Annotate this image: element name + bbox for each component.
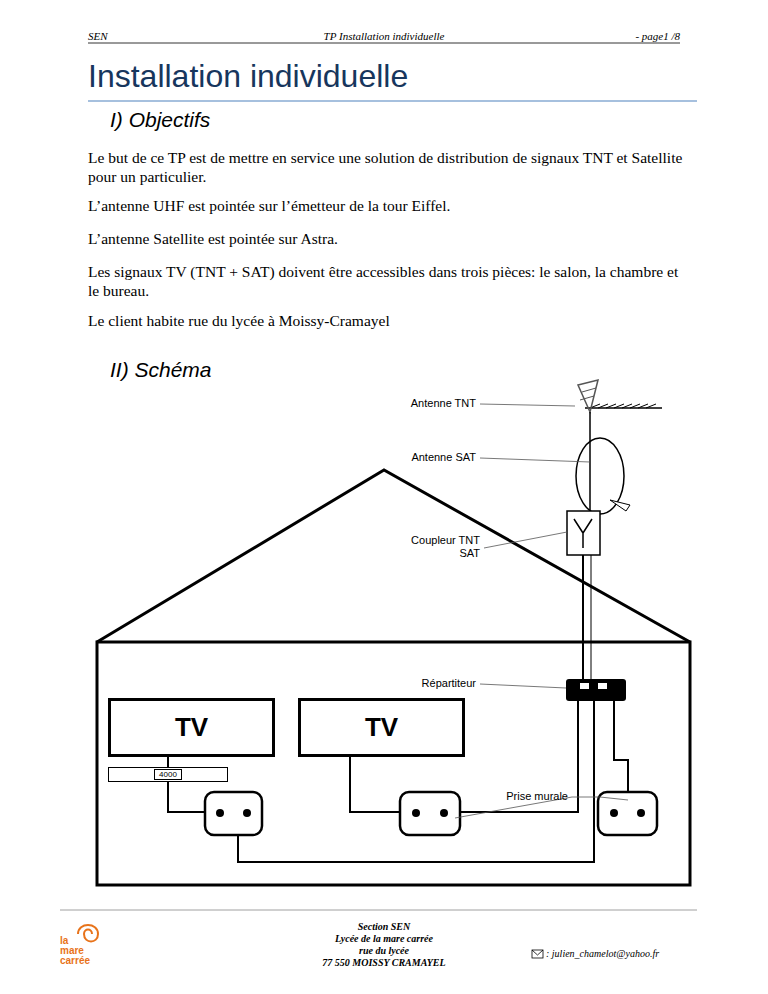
paragraph: Le but de ce TP est de mettre en service… (88, 148, 688, 186)
coax-cable (591, 555, 592, 680)
title-rule (88, 100, 697, 101)
section-heading: I) Objectifs (110, 108, 210, 132)
splitter-symbol (566, 679, 626, 701)
footer-rule (60, 910, 697, 911)
roof (97, 470, 690, 642)
logo-text: la (60, 936, 68, 946)
coax-cable (582, 555, 584, 680)
socket-pins (216, 809, 645, 817)
paragraph: L’antenne UHF est pointée sur l’émetteur… (88, 196, 688, 215)
tv-box: TV (298, 698, 465, 757)
paragraph: Le client habite rue du lycée à Moissy-C… (88, 311, 688, 330)
wall-socket (205, 792, 657, 835)
coax-connector (167, 757, 169, 767)
header-text: SEN (88, 30, 108, 42)
node-text: TV (365, 712, 398, 743)
footer-text: 77 550 MOISSY CRAMAYEL (284, 957, 484, 968)
logo-text: mare (60, 946, 84, 956)
leader-line (455, 404, 628, 818)
tv-box: TV (108, 698, 275, 757)
node-text: TV (175, 712, 208, 743)
callout-label: Antenne TNT (376, 397, 476, 409)
callout-label: Antenne SAT (376, 451, 476, 463)
footer-text: Lycée de la mare carrée (284, 933, 484, 944)
house-wall (97, 642, 690, 885)
header-rule (88, 43, 680, 44)
envelope-icon (532, 950, 543, 958)
callout-label: Répartiteur (376, 677, 476, 689)
node-text: 4000 (154, 769, 182, 780)
paragraph: Les signaux TV (TNT + SAT) doivent être … (88, 262, 688, 300)
footer-text: rue du lycée (284, 945, 484, 956)
page-title: Installation individuelle (88, 58, 408, 95)
logo-text: carrée (60, 956, 90, 966)
school-logo (78, 925, 98, 942)
header-text: - page1 /8 (580, 30, 680, 42)
footer-text: Section SEN (284, 921, 484, 932)
satellite-dish (576, 438, 630, 514)
uhf-antenna (578, 380, 662, 440)
paragraph: L’antenne Satellite est pointée sur Astr… (88, 229, 688, 248)
coupler-symbol (567, 511, 600, 555)
section-heading: II) Schéma (110, 358, 212, 382)
callout-label: Coupleur TNT SAT (400, 534, 480, 560)
callout-label: Prise murale (468, 790, 568, 802)
decoder-box: 4000 (108, 767, 228, 782)
email-text: : julien_chamelot@yahoo.fr (546, 948, 659, 959)
header-text: TP Installation individuelle (284, 30, 484, 42)
